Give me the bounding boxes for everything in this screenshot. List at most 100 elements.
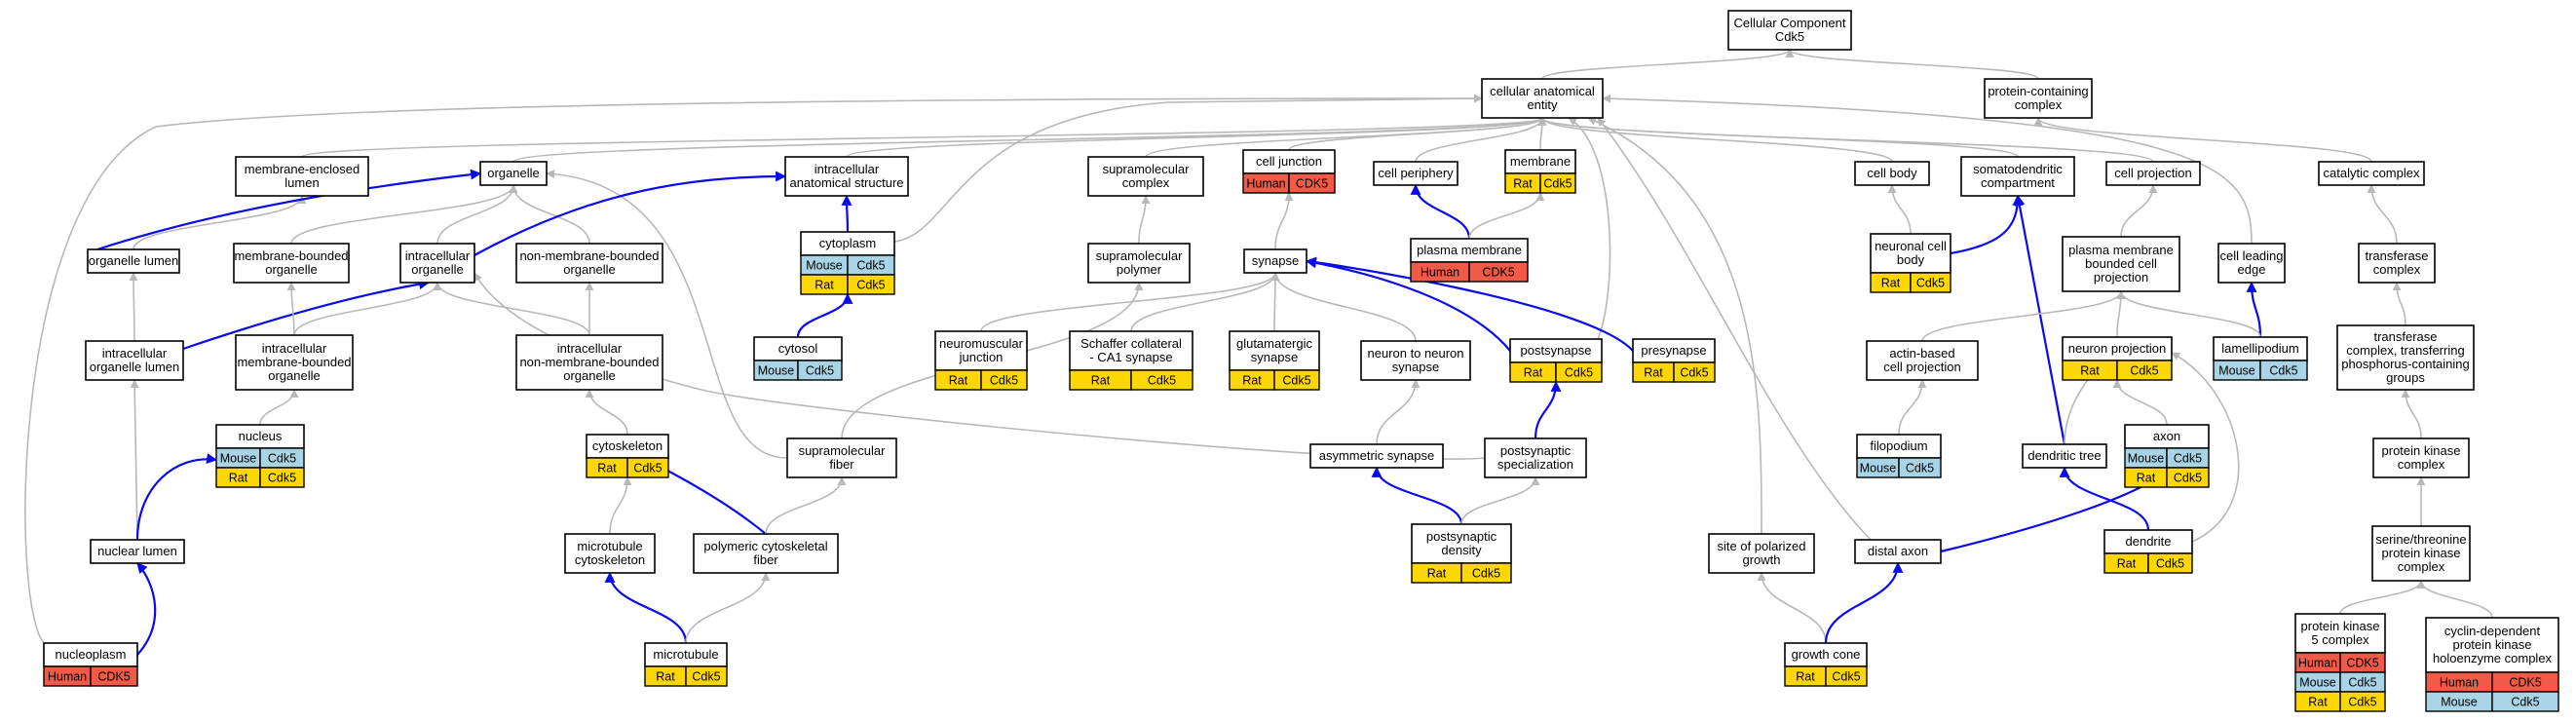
node-label: body [1897, 252, 1925, 267]
edge-axon-to-nproj [2112, 379, 2168, 426]
node-label: complex [2015, 97, 2063, 112]
edge-orgl-to-mel [133, 195, 307, 250]
node-label: plasma membrane [1417, 243, 1522, 257]
node-label: cellular anatomical [1490, 84, 1595, 98]
node-syn[interactable]: synapse [1243, 248, 1307, 274]
node-label: organelle [563, 262, 616, 277]
node-box [1484, 437, 1587, 478]
node-box [235, 334, 354, 391]
edge-nl-to-nucleus [135, 453, 218, 541]
edge-pkc-to-tcpg [2401, 389, 2422, 439]
edge-nl-to-iol [130, 379, 139, 541]
node-cbody[interactable]: cell body [1854, 161, 1930, 186]
node-cper[interactable]: cell periphery [1373, 161, 1458, 186]
node-label: fiber [829, 457, 854, 472]
gene-label: CDK5 [1482, 266, 1514, 280]
node-label: microtubule [653, 647, 718, 662]
edge-cyto-to-ias [841, 194, 852, 233]
node-box [2105, 161, 2201, 186]
node-inmbo[interactable]: intracellularnon-membrane-boundedorganel… [515, 334, 663, 391]
node-label: organelle lumen [89, 253, 179, 268]
node-daxon[interactable]: distal axon [1854, 539, 1942, 564]
node-label: filopodium [1870, 438, 1927, 453]
species-label: Rat [1091, 374, 1111, 388]
node-dtree[interactable]: dendritic tree [2022, 443, 2107, 469]
node-orgl[interactable]: organelle lumen [87, 248, 180, 274]
node-label: cell projection [1883, 360, 1961, 374]
edge-glut-to-syn [1270, 272, 1280, 332]
gene-label: CDK5 [1296, 177, 1328, 191]
node-label: organelle [487, 166, 540, 180]
node-box [87, 248, 180, 274]
node-box [1087, 243, 1191, 284]
node-label: intracellular [262, 341, 327, 356]
node-label: serine/threonine [2375, 532, 2466, 547]
gene-cell [847, 274, 895, 295]
node-label: Cellular Component [1734, 16, 1846, 30]
node-asyn[interactable]: asymmetric synapse [1309, 443, 1444, 469]
node-nl[interactable]: nuclear lumen [90, 539, 185, 564]
node-cproj[interactable]: cell projection [2105, 161, 2201, 186]
edge-mcsk-to-cytosk [609, 476, 632, 535]
node-label: neuron to neuron [1367, 346, 1463, 361]
gene-label: Cdk5 [856, 259, 885, 273]
node-label: cell leading [2219, 248, 2283, 263]
gene-label: Cdk5 [268, 452, 296, 466]
edge-tc-to-catc [2367, 184, 2398, 245]
gene-label: CDK5 [2346, 657, 2378, 670]
edge-n2n-to-syn [1270, 272, 1417, 342]
node-catc[interactable]: catalytic complex [2318, 161, 2425, 186]
node-org[interactable]: organelle [479, 161, 548, 186]
